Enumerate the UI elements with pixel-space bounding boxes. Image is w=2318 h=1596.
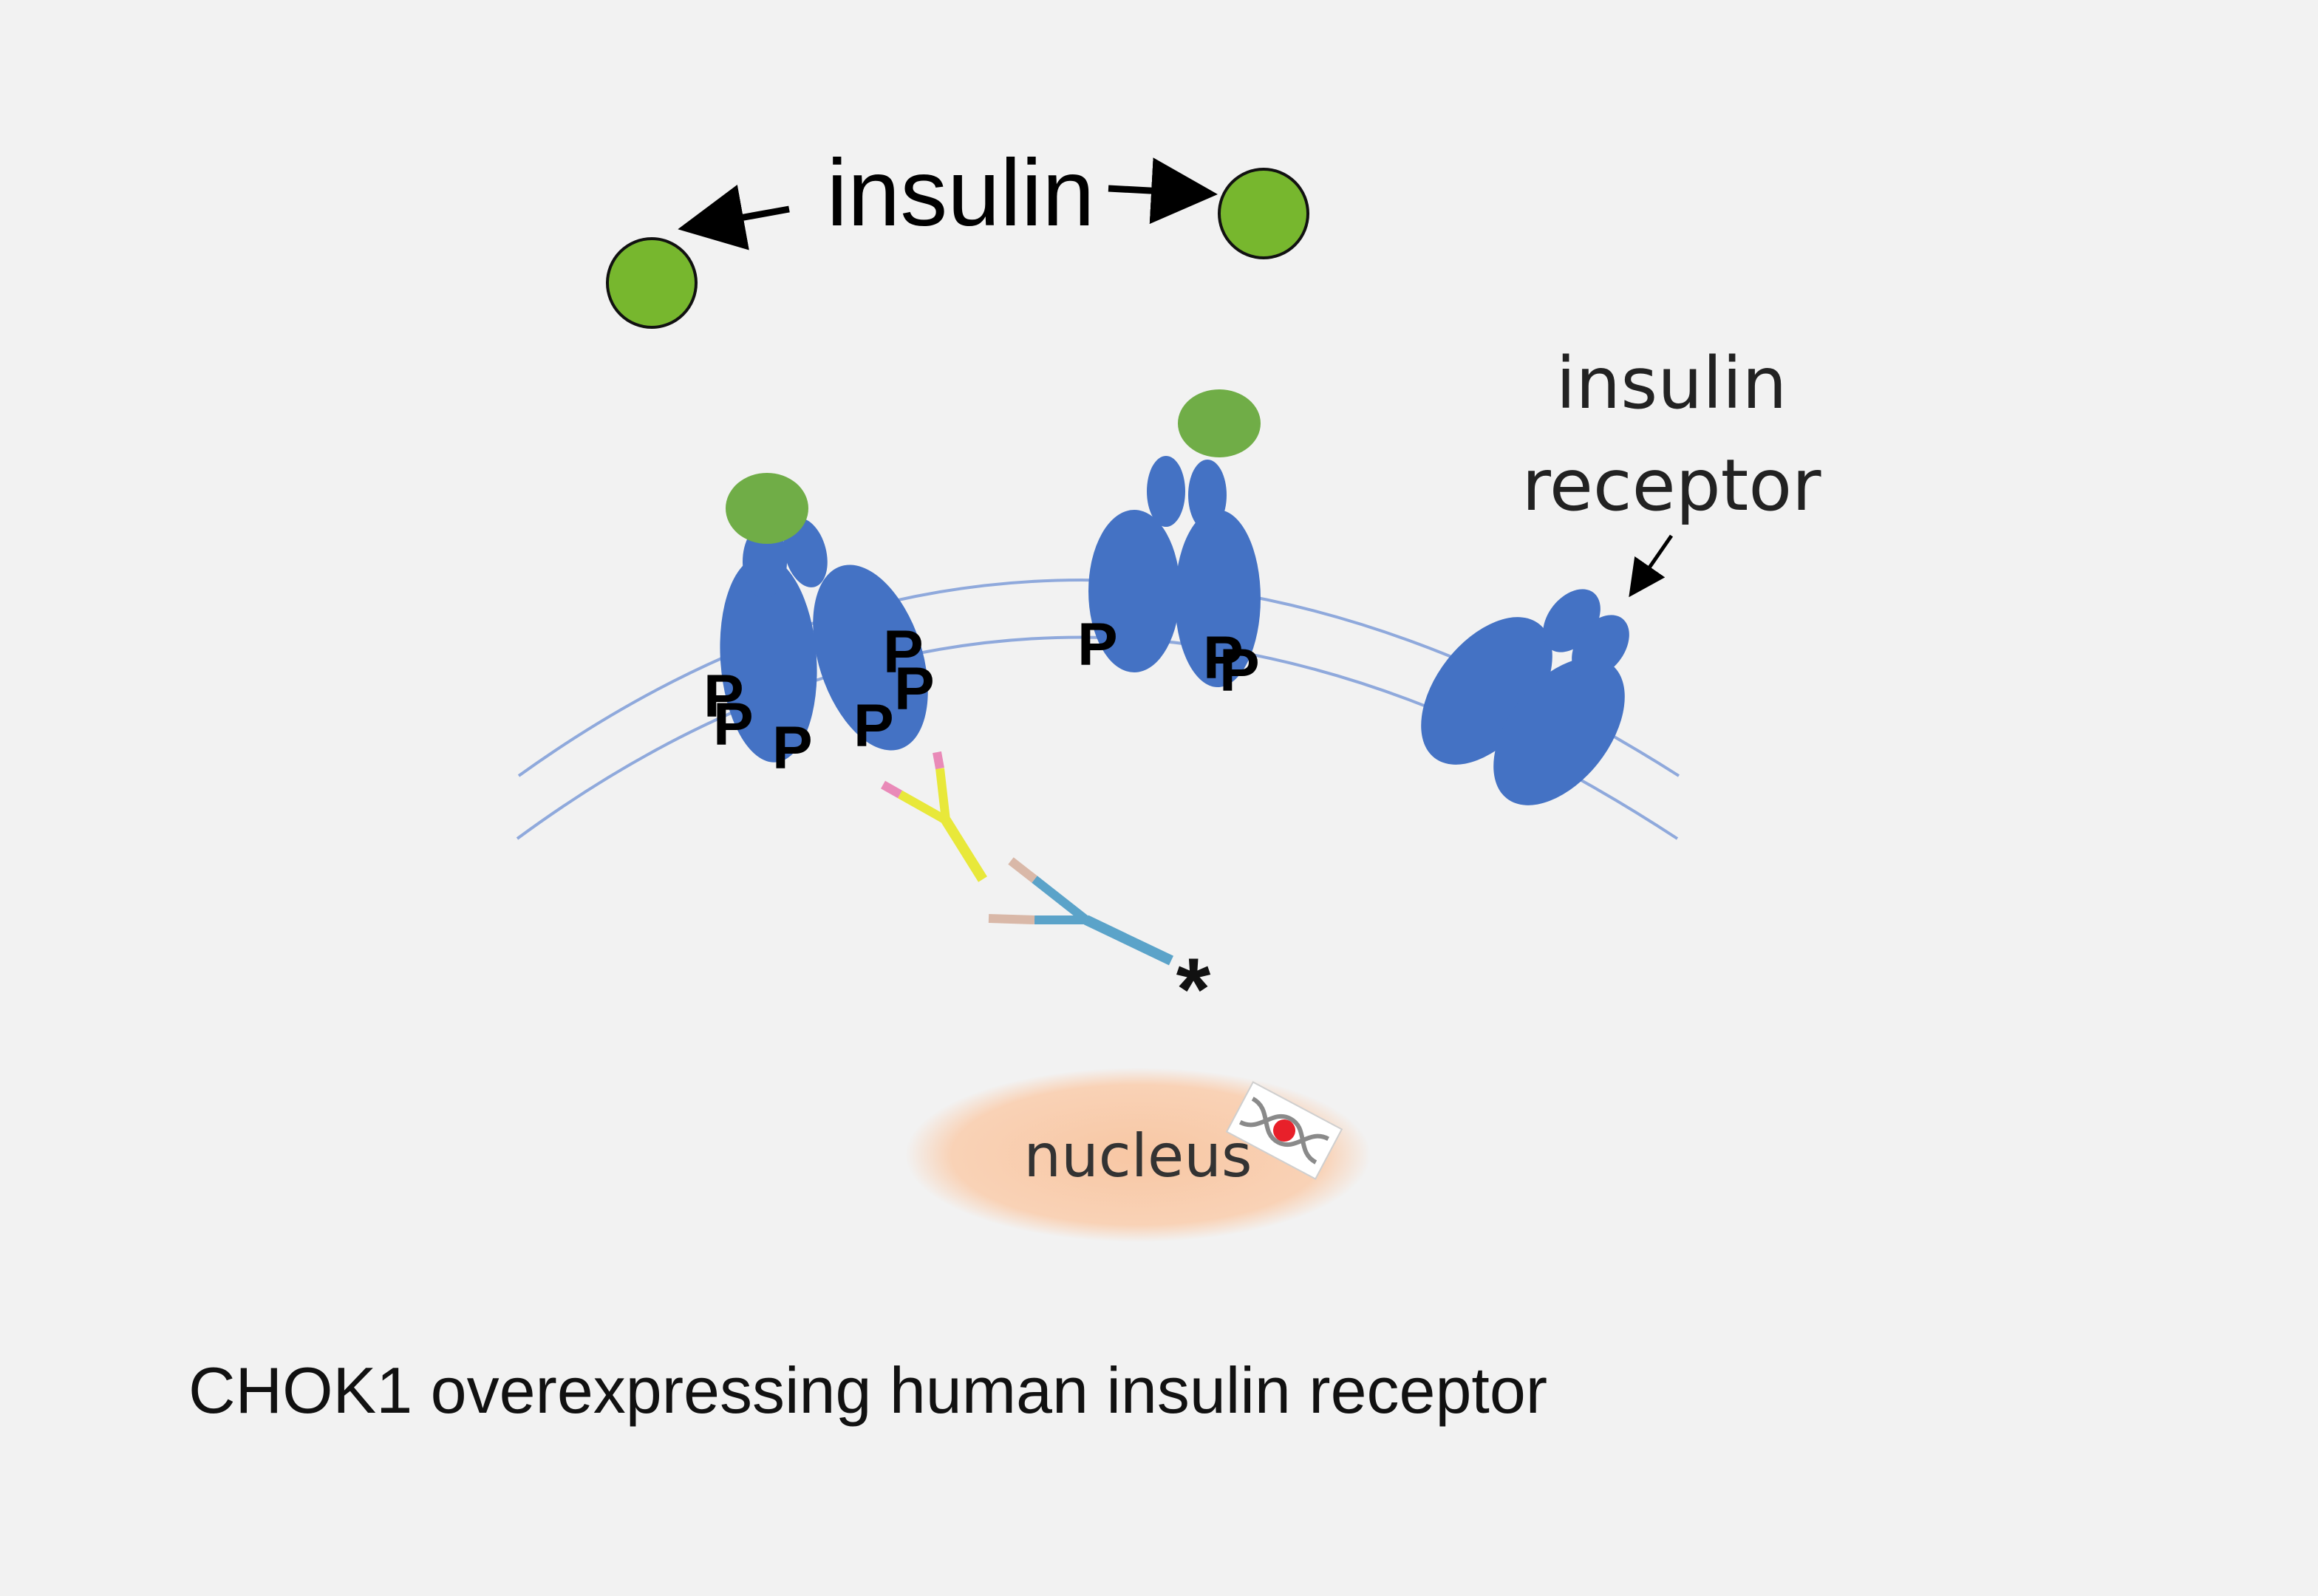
phospho-mark: P [1203, 624, 1244, 692]
phospho-mark: P [703, 663, 744, 730]
receptor-left-activated [720, 473, 928, 763]
insulin-receptor-label-line1: insulin [1556, 342, 1787, 425]
arrow-to-left-insulin [678, 184, 790, 250]
primary-antibody [881, 751, 987, 882]
phospho-mark: P [853, 692, 894, 760]
insulin-receptor-label-line2: receptor [1521, 444, 1821, 527]
phospho-mark: P [1077, 611, 1118, 678]
receptor-middle-activated [1088, 389, 1261, 687]
phospho-mark: P [772, 715, 813, 782]
nucleus-label: nucleus [1023, 1122, 1252, 1190]
detection-label-asterisk: * [1176, 940, 1211, 1039]
phospho-mark: P [883, 618, 924, 686]
receptor-right-inactive [1421, 589, 1629, 805]
arrow-to-right-insulin [1108, 157, 1218, 225]
phospho-mark: P [894, 655, 935, 723]
phospho-marks: P P P P P P P P P [703, 611, 1260, 782]
phospho-mark: P [1219, 637, 1260, 704]
free-insulin-right [1218, 168, 1309, 259]
receptor-pointer-arrow [1629, 534, 1674, 598]
insulin-label: insulin [827, 140, 1095, 246]
free-insulin-left [606, 237, 698, 329]
figure-caption: CHOK1 overexpressing human insulin recep… [188, 1354, 1547, 1427]
secondary-antibody [988, 857, 1174, 966]
phospho-mark: P [713, 691, 754, 758]
bound-insulin-left [726, 473, 808, 544]
dna-icon [1225, 1081, 1343, 1180]
bound-insulin-middle [1178, 389, 1261, 457]
